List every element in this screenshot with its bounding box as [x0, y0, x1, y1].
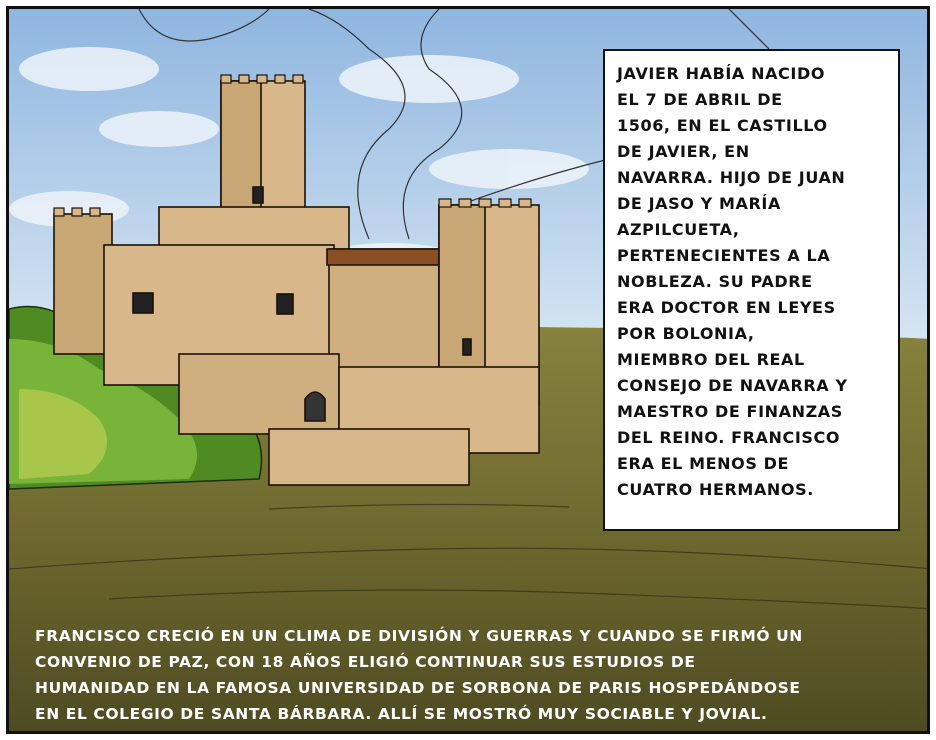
caption-box: JAVIER HABÍA NACIDO EL 7 DE ABRIL DE 150…	[603, 49, 900, 531]
comic-panel: JAVIER HABÍA NACIDO EL 7 DE ABRIL DE 150…	[6, 6, 930, 734]
narration-text: FRANCISCO CRECIÓ EN UN CLIMA DE DIVISIÓN…	[35, 627, 803, 723]
caption-text: JAVIER HABÍA NACIDO EL 7 DE ABRIL DE 150…	[617, 64, 848, 499]
